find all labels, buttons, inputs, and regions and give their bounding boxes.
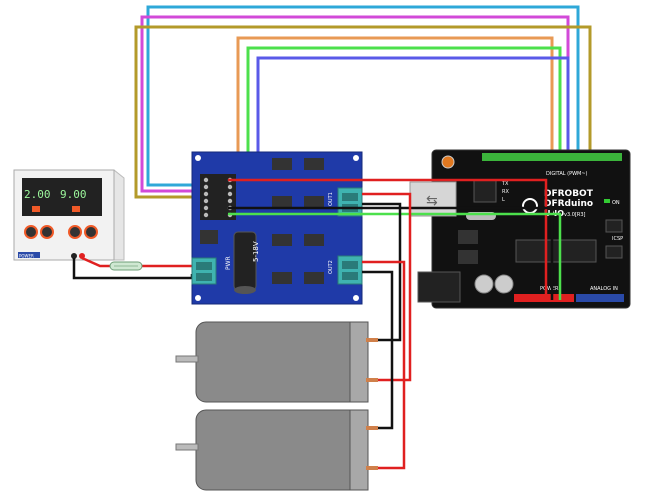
mcu-chip <box>515 239 597 263</box>
capacitor-1 <box>474 274 494 294</box>
on-led <box>604 199 610 203</box>
tx-label: TX <box>501 181 509 187</box>
wire-motor2-black <box>362 270 394 430</box>
voltage-label: 5-18V <box>252 241 260 262</box>
wire-olive <box>134 25 592 199</box>
icsp-header-2 <box>605 245 623 259</box>
wire-cyan <box>146 5 580 187</box>
usb-chip <box>473 179 497 203</box>
fuse <box>109 261 143 271</box>
brand-line1: DFROBOT <box>544 189 594 199</box>
arduino-board: ⇆ DFROBOT DFRduino UNO v3.0[R3] DIGITAL … <box>409 149 631 309</box>
wire-black-arduino <box>228 206 554 300</box>
out2-terminal <box>337 255 363 285</box>
knob-left-1[interactable] <box>24 225 38 239</box>
analog-header <box>576 294 624 302</box>
digital-label: DIGITAL (PWM~) <box>546 171 588 177</box>
wire-motor1-red <box>362 192 412 382</box>
brand-line2: DFRduino <box>544 199 593 209</box>
rx-label: RX <box>502 189 509 195</box>
on-label: ON <box>612 200 620 206</box>
l-label: L <box>502 197 505 203</box>
power-header <box>514 294 574 302</box>
wire-green-arduino <box>228 212 562 300</box>
knob-right-1[interactable] <box>68 225 82 239</box>
power-label: POWER <box>19 254 34 259</box>
power-jack <box>417 271 461 303</box>
motor-wires <box>362 192 412 470</box>
pwr-label: PWR <box>225 256 232 270</box>
knob-right-2[interactable] <box>84 225 98 239</box>
wire-motor1-black <box>362 202 402 342</box>
icsp-label: ICSP <box>612 236 623 242</box>
display-right: 9.00 <box>60 188 87 201</box>
wire-motor2-red <box>362 260 406 470</box>
motor-driver-board: 5-18V PWR OUT1 OUT2 <box>191 151 363 305</box>
capacitor-2 <box>494 274 514 294</box>
icsp-header <box>605 219 623 233</box>
wire-red-arduino <box>228 178 548 300</box>
power-in-terminal <box>191 257 217 285</box>
version-label: v3.0[R3] <box>564 212 586 218</box>
control-header <box>200 174 236 220</box>
power-supply: 2.00 9.00 POWER <box>13 169 125 261</box>
motor-top <box>175 321 378 403</box>
power-header-label: POWER <box>540 286 559 292</box>
wire-supply-red <box>81 256 192 268</box>
terminal-black <box>71 253 77 259</box>
analog-label: ANALOG IN <box>590 286 618 292</box>
arduino-driver-wires <box>228 178 562 300</box>
usb-icon: ⇆ <box>426 193 438 209</box>
digital-header <box>482 153 622 161</box>
display-left: 2.00 <box>24 188 51 201</box>
reset-button[interactable] <box>441 155 455 169</box>
out1-terminal <box>337 187 363 217</box>
motor-bottom <box>175 409 378 491</box>
out1-label: OUT1 <box>328 192 334 206</box>
out2-label: OUT2 <box>328 260 334 274</box>
knob-left-2[interactable] <box>40 225 54 239</box>
